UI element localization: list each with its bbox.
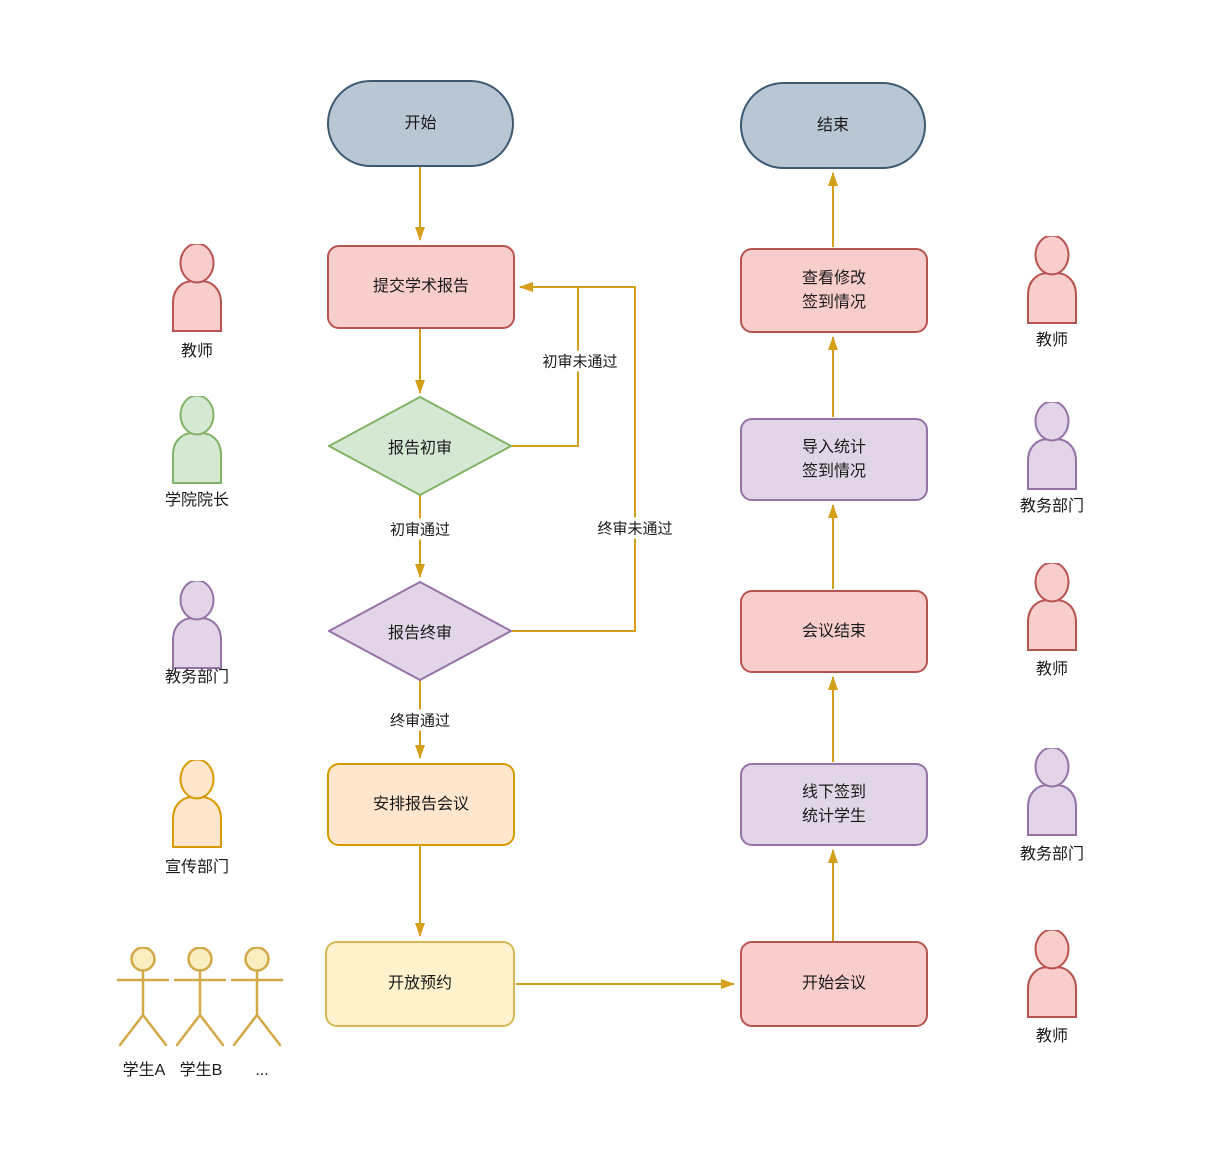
actor-label-teacher-right1: 教师: [1035, 332, 1069, 349]
import-stats-line1: 导入统计: [801, 438, 866, 456]
actor-label-teacher-right3: 教师: [1035, 1028, 1069, 1045]
arrange-meeting-node: 安排报告会议: [327, 763, 515, 846]
start-terminal-node: 开始: [327, 80, 514, 167]
student-b-stick-figure-icon: [173, 947, 227, 1047]
dean-person-icon: [172, 396, 222, 484]
edge-label-final-review-fail: 终审未通过: [594, 517, 676, 539]
end-terminal-node: 结束: [740, 82, 926, 169]
submit-report-node: 提交学术报告: [327, 245, 515, 329]
teacher-person-icon: [1027, 563, 1077, 651]
start-label: 开始: [404, 114, 437, 132]
academic-dept-person-icon: [1027, 748, 1077, 836]
actor-label-dean: 学院院长: [164, 492, 230, 509]
actor-label-academic-dept-left: 教务部门: [164, 669, 230, 686]
teacher-person-icon: [1027, 930, 1077, 1018]
actor-label-student-a: 学生A: [122, 1062, 166, 1079]
academic-dept-person-icon: [1027, 402, 1077, 490]
actor-label-student-ellipsis: ...: [255, 1062, 269, 1079]
actor-label-student-b: 学生B: [179, 1062, 223, 1079]
arrange-meeting-label: 安排报告会议: [372, 795, 469, 813]
open-booking-label: 开放预约: [387, 975, 452, 992]
view-modify-node: 查看修改 签到情况: [740, 248, 928, 333]
student-more-stick-figure-icon: [230, 947, 284, 1047]
edge-label-first-review-pass: 初审通过: [386, 518, 454, 540]
teacher-person-icon: [1027, 236, 1077, 324]
meeting-end-label: 会议结束: [801, 622, 866, 640]
teacher-person-icon: [172, 244, 222, 332]
open-booking-node: 开放预约: [325, 941, 515, 1027]
final-review-diamond: 报告终审: [328, 581, 512, 681]
edge-label-final-review-pass: 终审通过: [386, 709, 454, 731]
actor-label-teacher-right2: 教师: [1035, 661, 1069, 678]
meeting-end-node: 会议结束: [740, 590, 928, 673]
view-modify-line2: 签到情况: [801, 293, 866, 311]
actor-label-academic-dept-right2: 教务部门: [1019, 846, 1085, 863]
publicity-dept-person-icon: [172, 760, 222, 848]
offline-signin-node: 线下签到 统计学生: [740, 763, 928, 846]
edge-final-review-fail-loop: [512, 282, 636, 632]
submit-report-label: 提交学术报告: [372, 278, 469, 295]
actor-label-publicity-dept: 宣传部门: [164, 859, 230, 876]
view-modify-line1: 查看修改: [801, 269, 866, 287]
end-label: 结束: [816, 116, 849, 134]
actor-label-academic-dept-right1: 教务部门: [1019, 498, 1085, 515]
start-meeting-label: 开始会议: [801, 975, 866, 992]
offline-signin-line1: 线下签到: [801, 783, 866, 801]
import-stats-line2: 签到情况: [801, 462, 866, 480]
actor-label-teacher-left1: 教师: [180, 343, 214, 360]
offline-signin-line2: 统计学生: [801, 807, 866, 825]
final-review-label: 报告终审: [387, 625, 452, 642]
import-stats-node: 导入统计 签到情况: [740, 418, 928, 501]
student-a-stick-figure-icon: [116, 947, 170, 1047]
first-review-diamond: 报告初审: [328, 396, 512, 496]
edge-label-first-review-fail: 初审未通过: [539, 350, 621, 372]
first-review-label: 报告初审: [387, 440, 452, 457]
academic-dept-person-icon: [172, 581, 222, 669]
start-meeting-node: 开始会议: [740, 941, 928, 1027]
